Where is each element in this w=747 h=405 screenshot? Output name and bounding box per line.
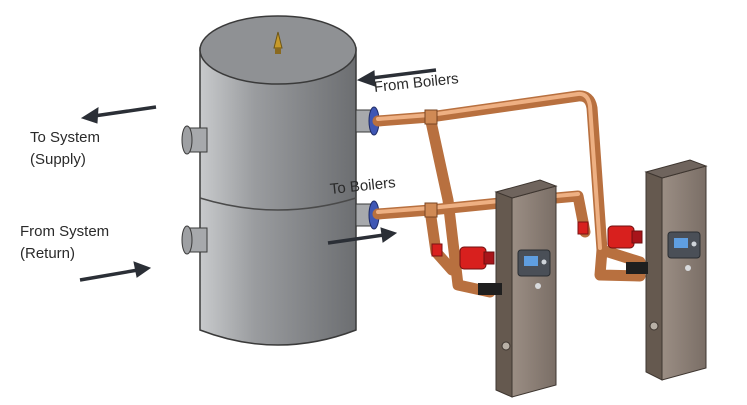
- flow-arrows: [79, 68, 437, 282]
- valves: [424, 109, 589, 257]
- circulator-pump-2: [607, 225, 648, 274]
- to-system-label-line2: (Supply): [30, 151, 86, 168]
- supply-nozzle: [181, 125, 208, 155]
- from-boilers-arrow: [356, 68, 437, 87]
- from-system-label-line1: From System: [20, 223, 110, 240]
- buffer-tank: [181, 15, 380, 346]
- to-boilers-arrow: [327, 227, 398, 245]
- to-system-label-line1: To System: [30, 129, 101, 146]
- from-system-label-line2: (Return): [20, 245, 76, 262]
- boiler-1: [494, 179, 558, 398]
- circulator-pump-1: [459, 246, 502, 295]
- supply-arrow: [80, 105, 157, 124]
- return-arrow: [79, 261, 152, 282]
- boiler-2: [644, 159, 708, 381]
- return-nozzle: [181, 225, 208, 255]
